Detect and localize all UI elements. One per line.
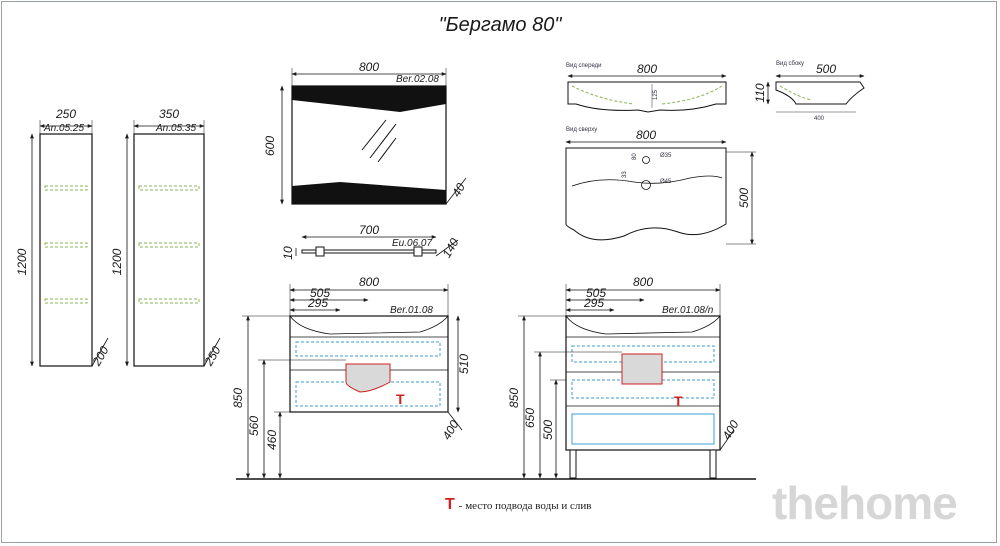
wall-cab-w2: 505: [310, 286, 330, 300]
wall-cab-width: 800: [359, 275, 379, 289]
floor-cab-code: Ber.01.08/n: [662, 305, 714, 316]
mirror: 800 Ber.02.08 600 40: [263, 60, 468, 205]
sink-side-label: Вид сбоку: [776, 61, 804, 67]
wall-cab-h2: 560: [247, 416, 261, 436]
sink-side-height: 110: [753, 83, 767, 102]
shelf-width: 700: [359, 223, 379, 237]
floor-cab-h2: 650: [523, 408, 537, 428]
drawing-title: "Бергамо 80": [438, 14, 562, 36]
floor-cab-h1: 850: [507, 388, 521, 408]
sink-top-d3: 80: [632, 153, 638, 160]
sink-side-width: 500: [816, 62, 836, 76]
wall-cab-depth: 400: [439, 418, 461, 443]
sink-front-width: 800: [637, 62, 657, 76]
floor-cab-depth: 400: [719, 418, 741, 443]
wall-cab-w3: 295: [307, 296, 328, 310]
svg-text:Т: Т: [396, 391, 405, 407]
sink-front-small: 125: [653, 89, 659, 100]
floor-cabinet: Т 800 505 295 Ber.01.08/n 400 850 650 50…: [507, 275, 742, 479]
svg-text:Т: Т: [674, 393, 683, 409]
floor-cab-w3: 295: [583, 296, 604, 310]
pc2-code: An.05.35: [155, 123, 196, 134]
sink-side-small: 400: [814, 116, 825, 122]
wall-cab-h1: 850: [231, 388, 245, 408]
sink-side-view: Вид сбоку 500 110 400: [753, 61, 865, 122]
sink-top-d4: 33: [622, 171, 628, 178]
sink-top-label: Вид сверху: [566, 127, 597, 133]
wall-cab-height: 510: [457, 354, 471, 374]
floor-cab-w2: 505: [586, 286, 606, 300]
pc2-width: 350: [159, 107, 179, 121]
pencil-case-250: 250 An.05.25 1200 200: [15, 107, 112, 369]
pc1-code: An.05.25: [43, 123, 84, 134]
shelf-code: Eu.06.07: [392, 238, 432, 249]
legend: Т- место подвода воды и слив: [445, 496, 591, 514]
mirror-width: 800: [359, 60, 379, 74]
watermark-logo: thehome: [772, 477, 958, 529]
pc2-height: 1200: [110, 248, 124, 275]
wall-cab-h3: 460: [265, 430, 279, 450]
sink-top-view: Вид сверху 800 500 Ø35 Ø45 80 33: [565, 127, 756, 245]
wall-cab-code: Ber.01.08: [390, 305, 433, 316]
sink-top-d1: Ø35: [660, 153, 672, 159]
mirror-height: 600: [263, 136, 277, 156]
pc1-height: 1200: [15, 248, 29, 275]
sink-front-view: Вид спереди 800 125: [566, 62, 727, 113]
wall-cabinet: Т 800 505 295 Ber.01.08 510 400 850 560 …: [231, 275, 471, 479]
water-supply-symbol: Т: [445, 496, 455, 513]
sink-top-depth: 500: [737, 188, 751, 208]
sink-top-width: 800: [636, 128, 656, 142]
mirror-code: Ber.02.08: [396, 74, 439, 85]
mirror-depth: 40: [449, 180, 468, 199]
legend-text: - место подвода воды и слив: [458, 500, 592, 512]
sink-front-label: Вид спереди: [566, 63, 602, 69]
floor-cab-h3: 500: [541, 420, 555, 440]
shelf-height: 10: [281, 246, 295, 260]
pc1-width: 250: [55, 107, 76, 121]
floor-cab-width: 800: [633, 275, 653, 289]
glass-shelf: 700 Eu.06.07 10 140: [281, 223, 462, 260]
shelf-depth: 140: [439, 236, 461, 261]
pencil-case-350: 350 An.05.35 1200 250: [110, 107, 224, 369]
sink-top-d2: Ø45: [660, 179, 672, 185]
